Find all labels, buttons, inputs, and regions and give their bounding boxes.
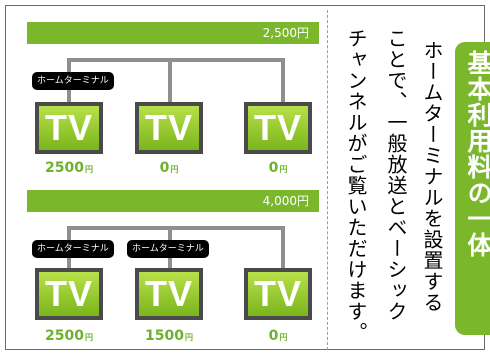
connector-line <box>67 58 285 62</box>
tv-price-label: 2500円 <box>45 160 93 176</box>
description-column-2: ことで、一般放送とベーシック <box>384 28 408 322</box>
scenario-one-banner: ホームターミナルが1台の場合 2,500円 <box>27 22 319 62</box>
side-tab <box>455 42 490 335</box>
scenario-two-banner: ホームターミナルが2台の場合 4,000円 <box>27 190 319 230</box>
side-tab-text: 基本利用料の一体 <box>464 50 490 258</box>
connector-line <box>281 226 285 272</box>
home-terminal-tag: ホームターミナル <box>32 240 114 258</box>
description-column-3: チャンネルがご覧いただけます。 <box>344 28 368 343</box>
tv-price-label: 1500円 <box>145 328 193 344</box>
tv-price-label: 0円 <box>268 160 288 176</box>
tv-icon: TV <box>135 268 203 320</box>
connector-line <box>281 58 285 106</box>
tv-price-label: 0円 <box>159 160 179 176</box>
tv-icon: TV <box>244 268 312 320</box>
tv-icon: TV <box>244 102 312 154</box>
scenario-two-banner-price: 4,000円 <box>262 194 309 208</box>
tv-price-label: 2500円 <box>45 328 93 344</box>
connector-line <box>67 226 285 230</box>
pricing-diagram: ホームターミナルが1台の場合 2,500円 ホームターミナル TV TV TV … <box>27 10 328 350</box>
tv-icon: TV <box>135 102 203 154</box>
tv-icon: TV <box>35 268 103 320</box>
scenario-one-banner-price: 2,500円 <box>262 26 309 40</box>
tv-price-label: 0円 <box>268 328 288 344</box>
home-terminal-tag: ホームターミナル <box>127 240 209 258</box>
tv-icon: TV <box>35 102 103 154</box>
side-tab-clip: 基本利用料の一体 <box>455 42 490 335</box>
connector-line <box>168 58 172 106</box>
description-column-1: ホームターミナルを設置する <box>420 40 444 313</box>
home-terminal-tag: ホームターミナル <box>32 72 114 90</box>
